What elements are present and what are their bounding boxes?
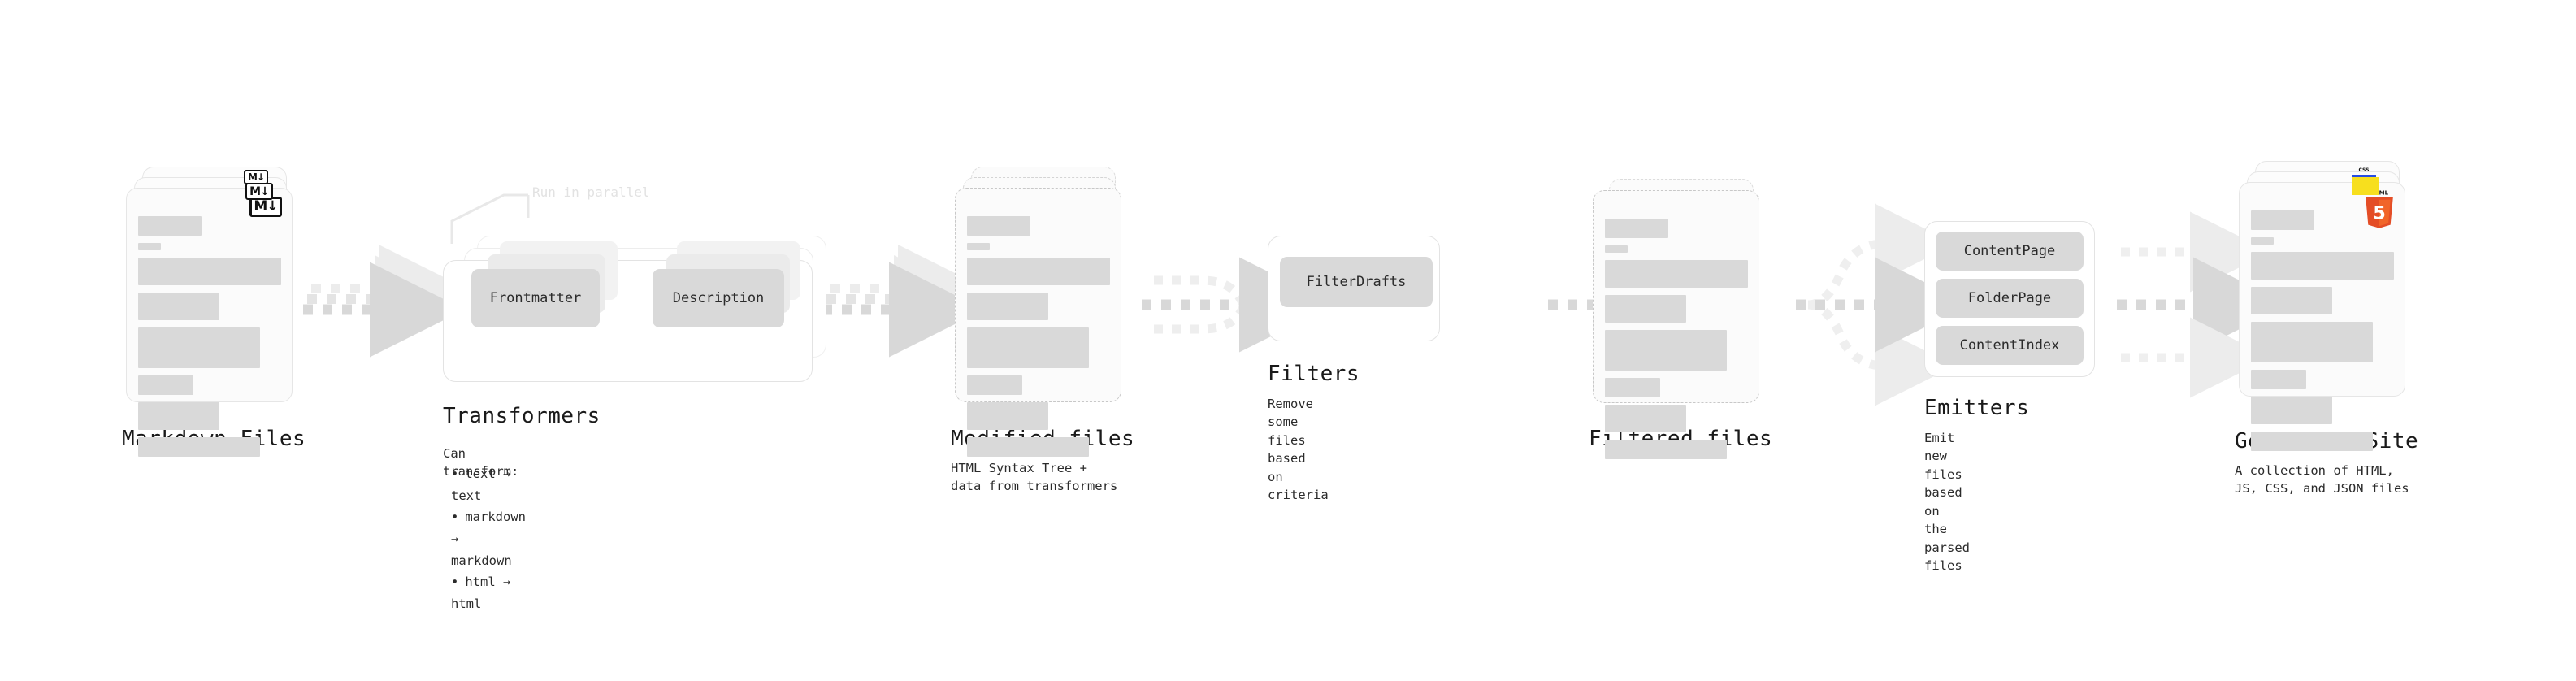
skeleton-bar <box>2251 237 2274 245</box>
skeleton-bar <box>2251 210 2314 230</box>
skeleton-bar <box>967 216 1030 236</box>
skeleton-bar <box>967 327 1089 368</box>
skeleton-bar <box>2251 322 2373 362</box>
skeleton-bar <box>2251 432 2373 451</box>
transformer-node-description[interactable]: Description <box>653 269 784 327</box>
skeleton-bar <box>1605 378 1660 397</box>
stage-filtered-files: Filtered files <box>1589 179 1772 459</box>
skeleton-bar <box>967 243 990 250</box>
skeleton-bar <box>967 402 1048 430</box>
skeleton-bar <box>138 437 260 457</box>
css3-icon-label: CSS <box>2358 167 2370 173</box>
stage-title-filters: Filters <box>1268 362 1360 386</box>
filter-node-filterdrafts-label: FilterDrafts <box>1306 274 1407 290</box>
skeleton-bar <box>2251 287 2332 314</box>
emitter-node-folderpage[interactable]: FolderPage <box>1936 279 2084 318</box>
skeleton-bar <box>138 327 260 368</box>
skeleton-bar <box>967 258 1110 285</box>
css3-icon-bar <box>2352 175 2376 178</box>
markdown-icon-back-1: M↓ <box>245 183 273 200</box>
arrow-markdown-to-transformers <box>303 245 466 358</box>
skeleton-bar <box>2251 370 2306 389</box>
transformers-bullet-list: text → text markdown → markdown html → h… <box>443 463 526 615</box>
skeleton-bar <box>138 258 281 285</box>
skeleton-bar <box>967 293 1048 320</box>
arrow-filtered-to-emitters <box>1796 203 1970 406</box>
markdown-icon-back-2: M↓ <box>244 170 268 184</box>
skeleton-bar <box>2251 252 2394 280</box>
skeleton-bar <box>138 293 219 320</box>
skeleton-lines <box>967 216 1110 464</box>
stage-subtitle-modified-files: HTML Syntax Tree + data from transformer… <box>951 461 1118 494</box>
stage-title-emitters: Emitters <box>1924 396 2030 420</box>
skeleton-bar <box>1605 260 1748 288</box>
stage-modified-files: Modified files HTML Syntax Tree + data f… <box>951 167 1134 493</box>
stage-subtitle-emitters: Emit new files based on the parsed files <box>1924 431 1970 574</box>
arrow-emitters-to-site <box>2117 211 2288 398</box>
transformers-bullet-item: markdown → markdown <box>451 506 526 571</box>
emitter-node-folderpage-label: FolderPage <box>1967 290 2052 306</box>
svg-text:5: 5 <box>2373 203 2386 224</box>
filtered-card-stack <box>1593 179 1763 459</box>
site-card-html: HTML 5 <box>2239 182 2405 451</box>
skeleton-bar <box>967 437 1089 457</box>
run-in-parallel-label: Run in parallel <box>532 184 650 200</box>
skeleton-bar <box>2251 397 2332 424</box>
filter-node-filterdrafts[interactable]: FilterDrafts <box>1280 257 1433 307</box>
modified-card-stack <box>955 167 1125 457</box>
markdown-icon: M↓ <box>249 197 282 217</box>
transformer-node-frontmatter[interactable]: Frontmatter <box>471 269 600 327</box>
emitter-node-contentindex[interactable]: ContentIndex <box>1936 326 2084 365</box>
transformer-node-frontmatter-label: Frontmatter <box>489 290 582 306</box>
emitter-node-contentpage[interactable]: ContentPage <box>1936 232 2084 271</box>
stage-title-transformers: Transformers <box>443 404 601 428</box>
transformer-node-description-label: Description <box>672 290 765 306</box>
transformers-bullet-item: html → html <box>451 571 526 614</box>
javascript-icon <box>2352 177 2379 195</box>
skeleton-bar <box>1605 245 1628 253</box>
site-card-stack: CSS HTML 5 <box>2239 161 2409 451</box>
skeleton-bar <box>1605 440 1727 459</box>
filtered-card-front <box>1593 190 1759 459</box>
transformers-bullet-item: text → text <box>451 463 526 506</box>
html5-icon: HTML 5 <box>2362 189 2396 228</box>
css3-icon: CSS <box>2352 167 2376 178</box>
skeleton-lines <box>1605 219 1748 466</box>
arrow-transformers-to-modified <box>822 245 986 358</box>
skeleton-lines <box>138 216 281 464</box>
skeleton-bar <box>138 243 161 250</box>
skeleton-lines <box>2251 210 2394 458</box>
skeleton-bar <box>138 402 219 430</box>
emitter-node-contentpage-label: ContentPage <box>1963 243 2056 259</box>
arrow-modified-to-filters <box>1142 257 1334 353</box>
stage-generated-site: CSS HTML 5 Generated Site <box>2235 161 2418 496</box>
stage-markdown-files: M↓ M↓ M↓ Markdown Files <box>122 167 306 457</box>
stage-subtitle-filters: Remove some files based on criteria <box>1268 397 1329 503</box>
skeleton-bar <box>1605 405 1686 432</box>
skeleton-bar <box>1605 295 1686 323</box>
svg-text:HTML: HTML <box>2370 190 2389 197</box>
skeleton-bar <box>1605 219 1668 238</box>
skeleton-bar <box>967 375 1022 395</box>
markdown-card-stack: M↓ M↓ M↓ <box>126 167 297 457</box>
skeleton-bar <box>138 375 193 395</box>
modified-card-front <box>955 188 1121 457</box>
skeleton-bar <box>1605 330 1727 371</box>
skeleton-bar <box>138 216 202 236</box>
emitter-node-contentindex-label: ContentIndex <box>1959 337 2060 354</box>
markdown-card-front: M↓ <box>126 188 293 457</box>
stage-subtitle-generated-site: A collection of HTML, JS, CSS, and JSON … <box>2235 463 2409 497</box>
